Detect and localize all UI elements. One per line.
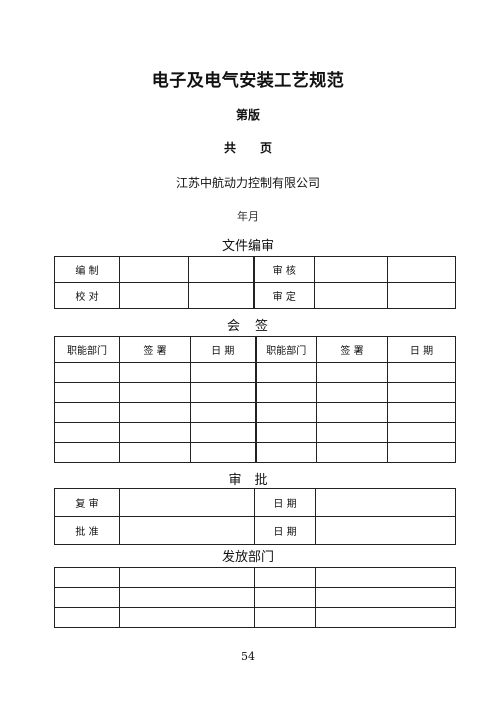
countersign-title: 会 签	[226, 319, 269, 334]
table-row	[54, 402, 456, 423]
table-cell	[315, 488, 456, 517]
countersign-table: 职能部门 签 署 日 期 职能部门 签 署 日 期	[54, 336, 456, 463]
table-cell	[190, 402, 256, 423]
table-cell	[316, 402, 388, 423]
column-header: 职能部门	[254, 336, 317, 363]
table-cell	[315, 587, 456, 608]
table-cell	[54, 567, 120, 588]
table-cell	[254, 402, 317, 423]
table-cell: 日 期	[254, 516, 316, 545]
table-cell: 审 定	[252, 282, 315, 309]
table-row: 复 审 日 期	[54, 488, 456, 517]
table-cell	[54, 442, 120, 463]
table-cell	[314, 256, 388, 283]
table-row	[54, 607, 456, 628]
page-count-label: 共 页	[223, 141, 272, 155]
file-review-title: 文件编审	[221, 239, 274, 254]
table-cell	[254, 382, 317, 403]
distribution-title: 发放部门	[221, 550, 274, 565]
page-number: 54	[241, 650, 255, 663]
table-cell	[315, 567, 456, 588]
table-row	[54, 382, 456, 403]
table-cell	[119, 488, 255, 517]
table-cell: 批 准	[54, 516, 120, 545]
table-cell	[54, 382, 120, 403]
table-cell	[190, 442, 256, 463]
distribution-table	[54, 567, 456, 628]
table-cell	[254, 422, 317, 443]
table-row: 批 准 日 期	[54, 516, 456, 545]
table-header-row: 职能部门 签 署 日 期 职能部门 签 署 日 期	[54, 336, 456, 363]
table-cell	[315, 607, 456, 628]
table-cell	[254, 362, 317, 383]
table-cell	[119, 282, 189, 309]
table-cell	[190, 422, 256, 443]
table-cell	[54, 607, 120, 628]
table-cell	[54, 402, 120, 423]
company-name: 江苏中航动力控制有限公司	[175, 176, 320, 190]
table-cell	[188, 256, 254, 283]
table-cell: 审 核	[252, 256, 315, 283]
edition-label: 第版	[235, 108, 260, 122]
table-cell	[316, 422, 388, 443]
table-cell	[314, 282, 388, 309]
column-header: 职能部门	[54, 336, 120, 363]
column-header: 签 署	[119, 336, 191, 363]
table-cell: 日 期	[254, 488, 316, 517]
table-cell: 复 审	[54, 488, 120, 517]
table-row	[54, 442, 456, 463]
table-cell	[54, 362, 120, 383]
table-cell	[387, 422, 456, 443]
table-cell	[254, 567, 316, 588]
column-header: 日 期	[387, 336, 456, 363]
table-cell	[387, 382, 456, 403]
document-title: 电子及电气安装工艺规范	[151, 71, 345, 91]
table-cell	[254, 587, 316, 608]
table-row: 校 对 审 定	[54, 282, 456, 309]
table-cell	[387, 256, 456, 283]
table-cell	[54, 587, 120, 608]
table-cell	[316, 382, 388, 403]
table-cell	[387, 402, 456, 423]
table-cell	[387, 282, 456, 309]
column-header: 日 期	[190, 336, 256, 363]
table-cell	[254, 607, 316, 628]
table-cell	[316, 362, 388, 383]
table-cell	[387, 362, 456, 383]
table-cell: 校 对	[54, 282, 120, 309]
table-cell	[316, 442, 388, 463]
table-row: 编 制 审 核	[54, 256, 456, 283]
table-cell	[119, 362, 191, 383]
table-cell	[387, 442, 456, 463]
approval-title: 审 批	[228, 473, 268, 488]
table-cell	[315, 516, 456, 545]
table-cell	[119, 402, 191, 423]
date-line: 年月	[237, 210, 259, 223]
table-cell	[54, 422, 120, 443]
table-row	[54, 362, 456, 383]
table-cell	[119, 422, 191, 443]
table-cell	[119, 442, 191, 463]
table-cell	[190, 382, 256, 403]
column-header: 签 署	[316, 336, 388, 363]
approval-table: 复 审 日 期 批 准 日 期	[54, 488, 456, 545]
table-cell	[190, 362, 256, 383]
table-cell	[254, 442, 317, 463]
table-cell	[119, 516, 255, 545]
table-cell	[119, 382, 191, 403]
table-cell	[119, 587, 255, 608]
table-cell	[119, 567, 255, 588]
file-review-table: 编 制 审 核 校 对 审 定	[54, 256, 456, 309]
table-row	[54, 422, 456, 443]
table-cell: 编 制	[54, 256, 120, 283]
table-cell	[188, 282, 254, 309]
table-cell	[119, 607, 255, 628]
table-cell	[119, 256, 189, 283]
table-row	[54, 587, 456, 608]
table-row	[54, 567, 456, 588]
